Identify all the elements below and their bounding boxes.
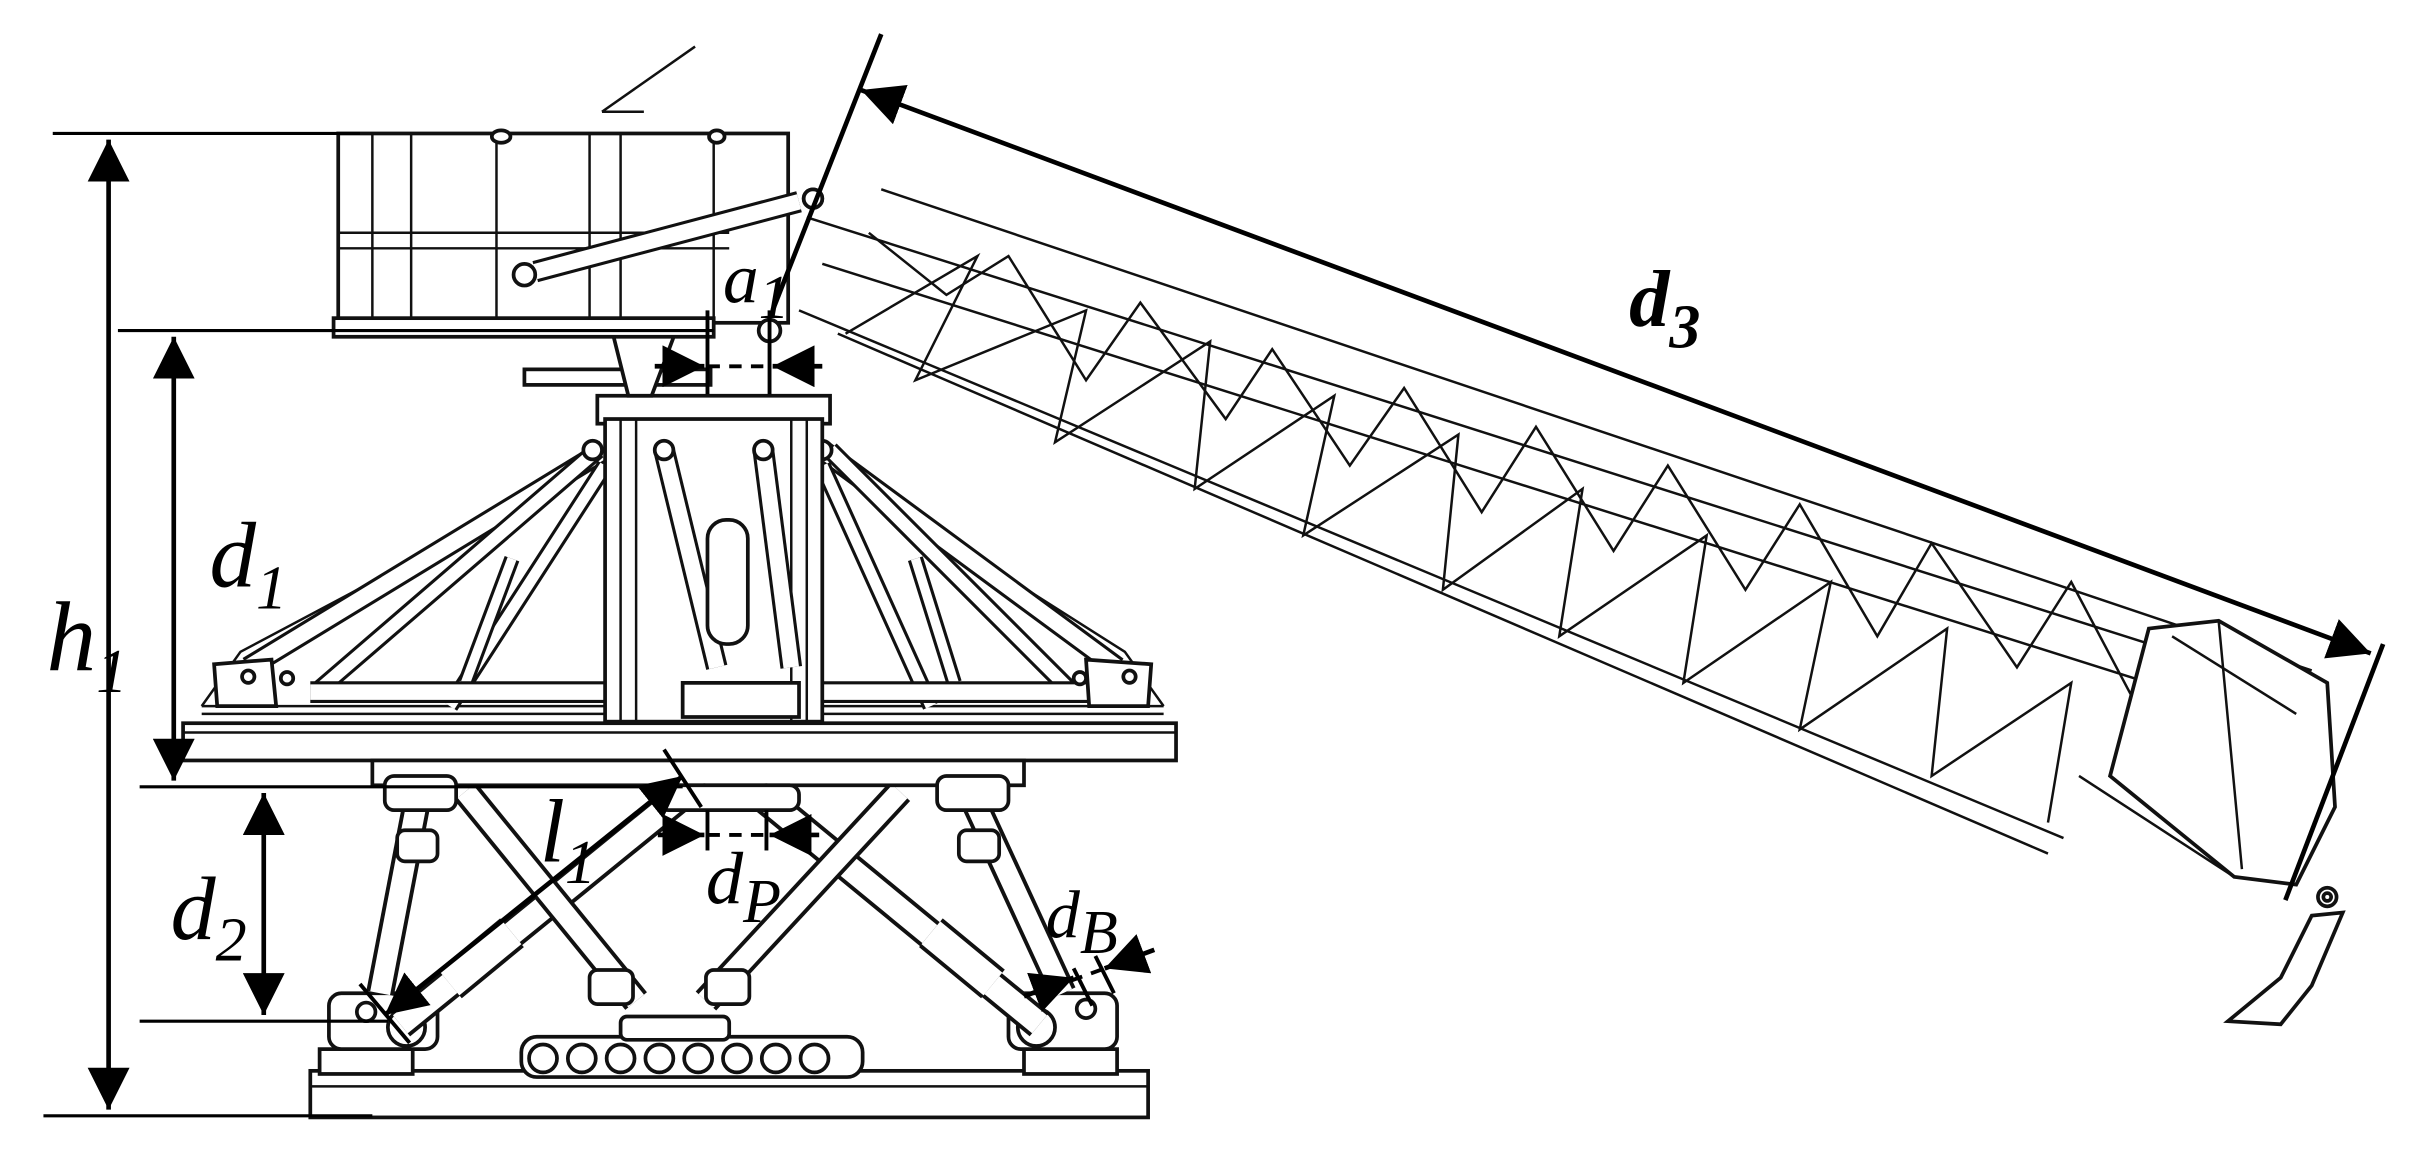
label-dP: dP — [706, 838, 781, 936]
label-dB: dB — [1046, 876, 1118, 967]
dimension-labels: h1 d1 d2 d3 l1 a1 dP dB — [47, 240, 1701, 975]
dimension-lines — [43, 33, 2386, 1118]
label-d2: d2 — [171, 860, 247, 975]
label-d3: d3 — [1629, 255, 1700, 362]
label-h1: h1 — [47, 583, 128, 706]
moving-platform — [181, 721, 1178, 812]
label-l1: l1 — [540, 782, 596, 897]
central-column — [522, 331, 832, 724]
roller-row — [519, 1034, 865, 1079]
label-a1: a1 — [723, 240, 790, 333]
label-d1: d1 — [209, 505, 287, 623]
